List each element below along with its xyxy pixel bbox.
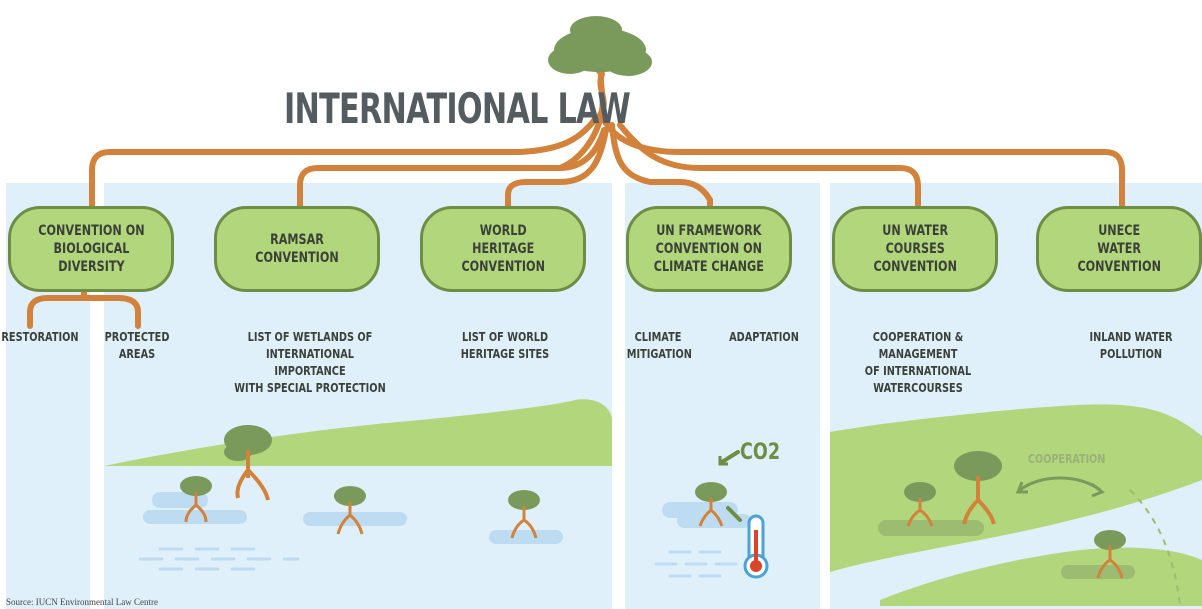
convention-label: RAMSAR CONVENTION [255, 232, 339, 266]
river-landscape [830, 404, 1202, 607]
label-world-heritage-sites: LIST OF WORLD HERITAGE SITES [460, 329, 550, 361]
convention-unece-water: UNECE WATER CONVENTION [1036, 206, 1202, 292]
convention-label: UN WATER COURSES CONVENTION [873, 223, 957, 275]
convention-unfccc: UN FRAMEWORK CONVENTION ON CLIMATE CHANG… [626, 206, 792, 292]
mangrove-tree-icon [508, 490, 540, 539]
mangrove-tree-icon [1094, 530, 1126, 579]
convention-label: UN FRAMEWORK CONVENTION ON CLIMATE CHANG… [653, 223, 765, 275]
mangrove-tree-icon [904, 482, 936, 527]
convention-world-heritage: WORLD HERITAGE CONVENTION [420, 206, 586, 292]
label-inland-water-pollution: INLAND WATER POLLUTION [1089, 329, 1173, 361]
climate-illustration [654, 450, 751, 578]
mangrove-tree-icon [954, 451, 1002, 525]
label-adaptation: ADAPTATION [729, 329, 799, 344]
label-cooperation-management: COOPERATION & MANAGEMENT OF INTERNATIONA… [864, 329, 972, 395]
label-restoration: RESTORATION [1, 329, 79, 344]
convention-un-watercourses: UN WATER COURSES CONVENTION [832, 206, 998, 292]
mangrove-tree-icon [224, 425, 272, 501]
convention-label: WORLD HERITAGE CONVENTION [461, 223, 545, 275]
mangrove-tree-icon [334, 486, 366, 535]
convention-ramsar: RAMSAR CONVENTION [214, 206, 380, 292]
diagram-title: INTERNATIONAL LAW [284, 84, 631, 133]
label-protected-areas: PROTECTED AREAS [104, 329, 170, 361]
label-climate-mitigation: CLIMATE MITIGATION [626, 329, 692, 361]
co2-label: CO2 [740, 440, 781, 465]
convention-label: CONVENTION ON BIOLOGICAL DIVERSITY [37, 223, 145, 275]
label-wetlands-list: LIST OF WETLANDS OF INTERNATIONAL IMPORT… [234, 329, 386, 395]
source-note: Source: IUCN Environmental Law Centre [6, 597, 158, 607]
mangrove-tree-icon [180, 476, 212, 523]
convention-label: UNECE WATER CONVENTION [1077, 223, 1161, 275]
top-tree-icon [548, 16, 652, 119]
convention-biological-diversity: CONVENTION ON BIOLOGICAL DIVERSITY [8, 206, 174, 292]
cooperation-label: COOPERATION [1028, 452, 1106, 466]
thermometer-icon [743, 514, 769, 579]
